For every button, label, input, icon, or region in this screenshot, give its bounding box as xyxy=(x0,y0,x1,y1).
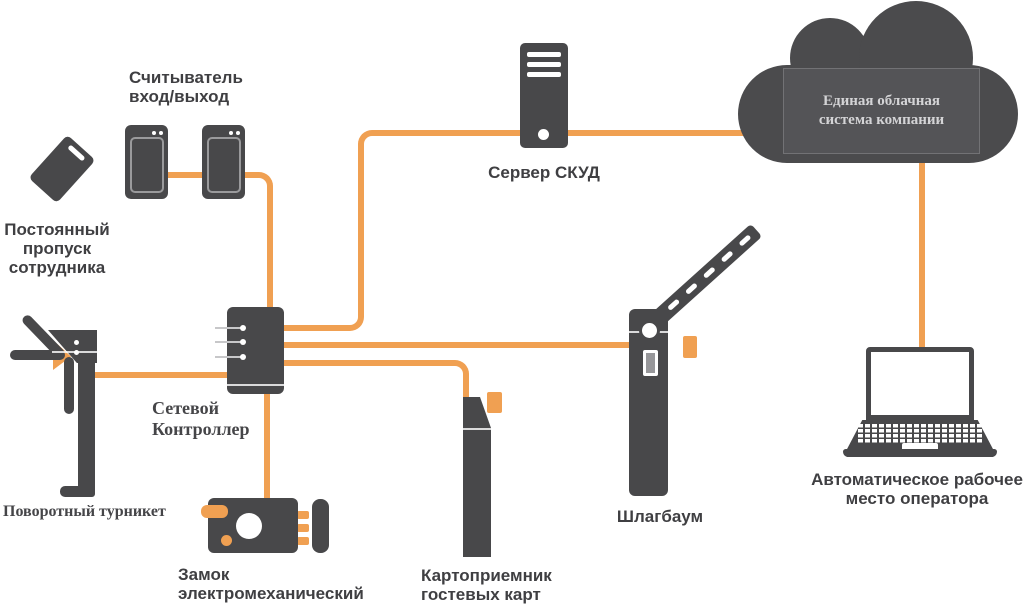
turnstile-light xyxy=(74,340,79,345)
slot-inner xyxy=(646,353,655,373)
controller-terminal xyxy=(240,339,246,345)
employee-pass-label: Постоянный пропуск сотрудника xyxy=(4,220,110,277)
lock-label: Замок электромеханический xyxy=(178,565,364,603)
guest-card-icon xyxy=(487,392,502,413)
connection-corner xyxy=(358,130,376,144)
connection-controller-to-collector-v xyxy=(463,374,469,400)
barrier-arm-stripe xyxy=(667,298,681,311)
barrier-arm-stripe xyxy=(702,266,716,279)
controller-terminal-wire xyxy=(215,356,243,358)
barrier-label: Шлагбаум xyxy=(616,507,704,526)
controller-panel-line xyxy=(227,384,284,386)
led xyxy=(229,131,233,135)
cloud-system-panel: Единая облачная система компании xyxy=(783,68,980,154)
guest-card-collector-icon xyxy=(463,397,491,557)
led xyxy=(159,131,163,135)
barrier-pivot xyxy=(639,320,660,341)
card-slot xyxy=(67,144,86,162)
barrier-card-slot xyxy=(643,350,658,376)
readers-label: Считыватель вход/выход xyxy=(129,68,243,106)
controller-terminal-wire xyxy=(215,341,243,343)
turnstile-label: Поворотный турникет xyxy=(3,503,166,520)
workstation-label: Автоматическое рабочее место оператора xyxy=(811,470,1023,508)
connection-turnstile-to-controller xyxy=(88,372,227,378)
connection-reader-to-reader xyxy=(168,172,202,178)
card-reader-in-icon xyxy=(125,125,168,199)
led xyxy=(152,131,156,135)
connection-reader-to-controller-h xyxy=(245,172,259,178)
barrier-arm-stripe xyxy=(684,282,698,295)
network-controller-icon xyxy=(227,307,284,394)
connection-controller-to-cloud-v xyxy=(358,144,364,317)
connection-corner xyxy=(346,317,364,331)
lock-button xyxy=(221,535,232,546)
controller-terminal-wire xyxy=(215,327,243,329)
connection-controller-to-cloud-h1 xyxy=(284,325,346,331)
server-vent xyxy=(527,62,561,67)
lock-contact xyxy=(297,524,309,532)
reader-window xyxy=(207,137,241,193)
laptop-bottom xyxy=(843,449,997,457)
server-icon xyxy=(520,43,568,148)
connection-reader-to-controller-v xyxy=(267,186,273,307)
lock-contact xyxy=(297,511,309,519)
laptop-touchpad xyxy=(902,443,938,452)
connection-controller-to-cloud-h2 xyxy=(376,130,760,136)
connection-corner xyxy=(259,172,273,186)
server-power-light xyxy=(538,129,549,140)
lock-contact xyxy=(297,537,309,545)
server-vent xyxy=(527,52,561,57)
cloud-label-line: система компании xyxy=(818,112,945,128)
reader-window xyxy=(130,137,164,193)
lock-strike-plate xyxy=(312,499,329,553)
barrier-card-icon xyxy=(683,336,697,358)
server-vent xyxy=(527,72,561,77)
connection-controller-to-lock xyxy=(264,394,270,502)
led xyxy=(236,131,240,135)
laptop-keyboard xyxy=(858,424,982,443)
card-reader-out-icon xyxy=(202,125,245,199)
controller-terminal xyxy=(240,325,246,331)
controller-terminal xyxy=(240,354,246,360)
barrier-arm xyxy=(639,223,763,337)
employee-pass-card-icon xyxy=(28,134,96,204)
barrier-arm-stripe xyxy=(738,234,752,247)
turnstile-arm xyxy=(10,350,65,360)
controller-label: Сетевой Контроллер xyxy=(152,398,250,439)
turnstile-post xyxy=(78,352,95,490)
connection-controller-to-barrier xyxy=(284,342,630,348)
collector-line xyxy=(463,428,491,430)
server-label: Сервер СКУД xyxy=(488,163,600,182)
laptop-screen xyxy=(866,347,974,420)
connection-cloud-to-workstation xyxy=(919,150,925,348)
cloud-label-line: Единая облачная xyxy=(823,93,940,109)
turnstile-light xyxy=(74,350,79,355)
connection-corner xyxy=(451,360,469,374)
lock-cylinder xyxy=(236,513,262,539)
barrier-arm-stripe xyxy=(720,250,734,263)
connection-controller-to-collector-h xyxy=(284,360,451,366)
lock-latch xyxy=(201,505,228,518)
collector-label: Картоприемник гостевых карт xyxy=(421,566,552,604)
turnstile-foot xyxy=(60,486,95,497)
turnstile-arm xyxy=(64,357,74,414)
